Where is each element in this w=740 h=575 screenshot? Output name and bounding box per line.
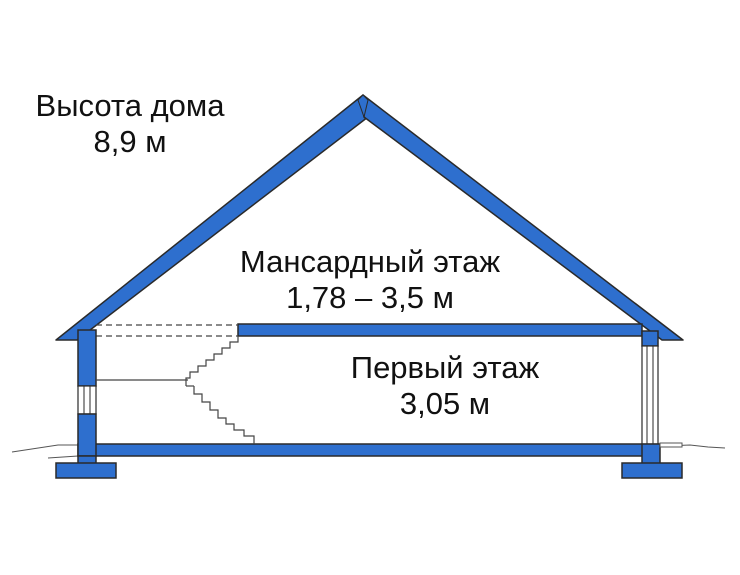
house-height-value: 8,9 м	[93, 124, 167, 159]
attic-floor-height-value: 1,78 – 3,5 м	[286, 280, 454, 315]
right-foundation-stem	[641, 443, 661, 465]
stair-opening-outline	[96, 324, 238, 337]
left-wall-upper	[77, 329, 97, 387]
first-floor-height-value: 3,05 м	[399, 386, 491, 421]
attic-floor-slab	[237, 323, 643, 337]
right-foundation-footing	[621, 462, 683, 479]
house-height-title: Высота дома	[35, 88, 225, 123]
first-floor-title: Первый этаж	[350, 350, 540, 385]
first-floor-slab	[77, 443, 659, 457]
roof-ridge	[357, 94, 369, 119]
staircase	[185, 336, 255, 444]
right-window	[641, 345, 659, 445]
left-foundation-footing	[55, 462, 117, 479]
attic-floor-label: Мансардный этаж 1,78 – 3,5 м	[200, 244, 540, 316]
first-floor-label: Первый этаж 3,05 м	[300, 350, 590, 422]
right-wall-top	[641, 330, 659, 347]
entrance-step	[659, 442, 683, 448]
left-window	[77, 385, 97, 415]
left-wall-lower	[77, 413, 97, 457]
attic-floor-title: Мансардный этаж	[239, 244, 501, 279]
house-height-label: Высота дома 8,9 м	[10, 88, 250, 160]
